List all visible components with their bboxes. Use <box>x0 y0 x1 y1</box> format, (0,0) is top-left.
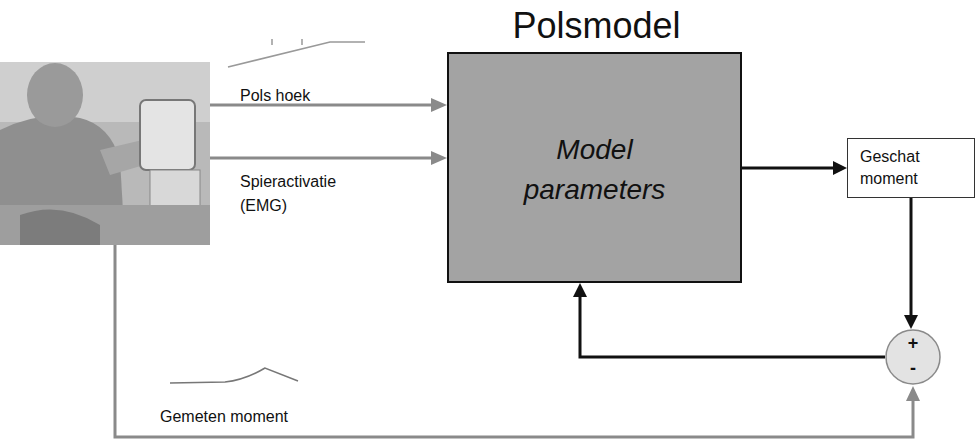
sketch-tick <box>271 39 273 45</box>
signal-label: Spieractivatie (EMG) <box>240 170 370 218</box>
connector <box>742 161 847 175</box>
patient-photo <box>0 62 210 245</box>
moment-sketch <box>170 368 298 383</box>
sign-label: + <box>885 331 941 355</box>
arrowhead <box>431 151 447 165</box>
connector <box>573 283 885 357</box>
model-title: Polsmodel <box>409 4 784 48</box>
sign-label: - <box>885 356 941 380</box>
model-box: PolsmodelModel parameters <box>447 52 742 283</box>
summing-junction: +- <box>885 329 941 385</box>
signal-line <box>210 157 433 160</box>
connector <box>904 198 918 329</box>
model-body: Model parameters <box>499 130 690 210</box>
arrowhead <box>904 315 918 329</box>
signal-label: Gemeten moment <box>160 405 340 429</box>
signal-label: Pols hoek <box>240 84 380 108</box>
estimate-label: Geschat moment <box>860 146 956 190</box>
estimate-box: Geschat moment <box>847 138 975 198</box>
arrowhead <box>431 98 447 112</box>
connector-line <box>742 167 835 170</box>
angle-sketch <box>228 42 365 67</box>
sketch-tick <box>301 39 303 45</box>
junction-outline <box>886 330 940 384</box>
arrowhead <box>573 283 587 297</box>
connector-line <box>580 295 885 357</box>
arrowhead <box>833 161 847 175</box>
connector-line <box>910 198 913 317</box>
arrowhead <box>906 386 920 401</box>
